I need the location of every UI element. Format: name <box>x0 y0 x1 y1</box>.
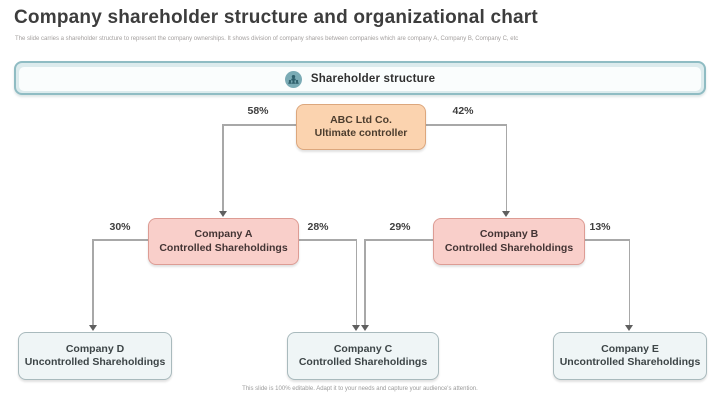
node-abc-line1: ABC Ltd Co. <box>330 113 392 126</box>
arrowhead-to-company-d <box>89 325 97 331</box>
node-a-line2: Controlled Shareholdings <box>159 241 288 254</box>
node-d-line1: Company D <box>65 342 125 355</box>
arrowhead-a-to-company-c <box>352 325 360 331</box>
node-company-c: Company C Controlled Shareholdings <box>287 332 439 380</box>
edge-label-42: 42% <box>452 105 474 117</box>
connector-a-d-v <box>92 239 94 326</box>
connector-a-c-h <box>297 239 357 241</box>
node-b-line1: Company B <box>479 228 539 241</box>
connector-b-c-h <box>364 239 433 241</box>
node-c-line1: Company C <box>333 342 393 355</box>
edge-label-29: 29% <box>389 221 411 233</box>
arrowhead-to-company-e <box>625 325 633 331</box>
node-e-line1: Company E <box>601 342 659 355</box>
editable-note: This slide is 100% editable. Adapt it to… <box>242 386 478 392</box>
page-subtitle: The slide carries a shareholder structur… <box>15 36 519 42</box>
node-company-b: Company B Controlled Shareholdings <box>433 218 585 265</box>
shareholder-structure-banner: Shareholder structure <box>14 61 706 95</box>
node-b-line2: Controlled Shareholdings <box>444 241 574 254</box>
arrowhead-to-company-b <box>502 211 510 217</box>
arrowhead-b-to-company-c <box>361 325 369 331</box>
connector-abc-b-v <box>505 124 507 212</box>
node-abc-ltd-ultimate-controller: ABC Ltd Co. Ultimate controller <box>296 104 426 150</box>
connector-b-e-v <box>628 239 630 326</box>
people-group-icon <box>284 70 302 88</box>
banner-label: Shareholder structure <box>310 73 436 85</box>
banner-inner: Shareholder structure <box>19 67 701 91</box>
connector-abc-a-h <box>222 124 296 126</box>
node-abc-line2: Ultimate controller <box>314 127 408 139</box>
node-company-a: Company A Controlled Shareholdings <box>148 218 299 265</box>
connector-abc-b-h <box>424 124 507 126</box>
node-company-d: Company D Uncontrolled Shareholdings <box>18 332 172 380</box>
connector-a-c-v <box>355 239 357 326</box>
edge-label-58: 58% <box>247 105 269 117</box>
connector-b-c-v <box>364 239 366 326</box>
node-c-line2: Controlled Shareholdings <box>298 356 428 368</box>
page-title: Company shareholder structure and organi… <box>14 7 538 28</box>
connector-b-e-h <box>583 239 630 241</box>
edge-label-13: 13% <box>589 221 611 233</box>
edge-label-30: 30% <box>109 221 131 233</box>
edge-label-28: 28% <box>307 221 329 233</box>
arrowhead-to-company-a <box>219 211 227 217</box>
connector-abc-a-v <box>222 124 224 212</box>
node-d-line2: Uncontrolled Shareholdings <box>24 356 166 368</box>
node-company-e: Company E Uncontrolled Shareholdings <box>553 332 707 380</box>
node-e-line2: Uncontrolled Shareholdings <box>559 356 701 368</box>
node-a-line1: Company A <box>194 228 253 241</box>
connector-a-d-h <box>92 239 148 241</box>
